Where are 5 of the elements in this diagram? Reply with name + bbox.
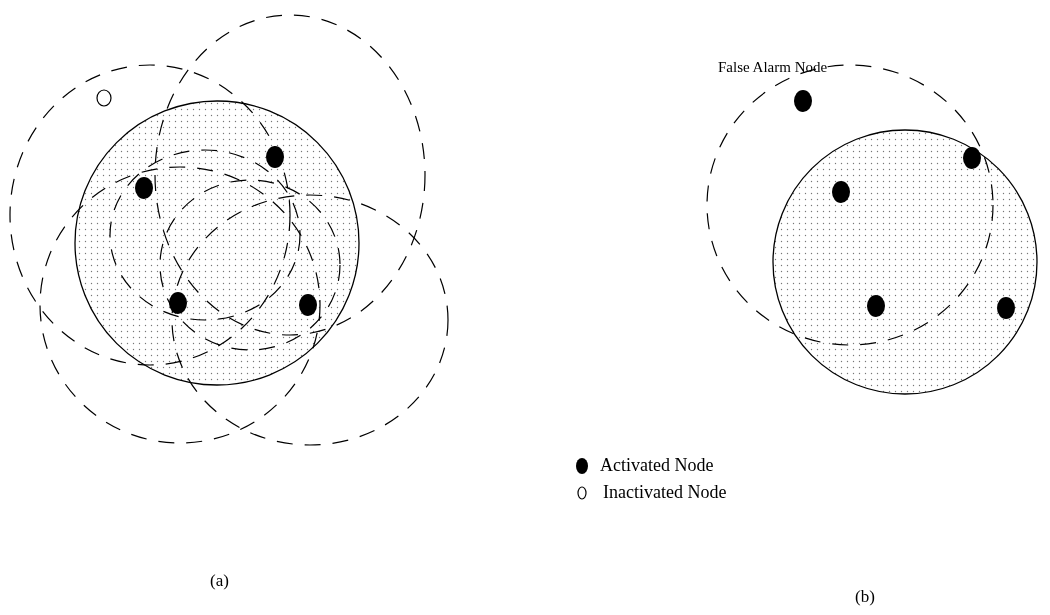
callout-label: False Alarm Node: [718, 60, 828, 75]
legend-label: Inactivated Node: [603, 483, 727, 501]
panel-label: (b): [855, 588, 875, 605]
panel-label: (a): [210, 572, 229, 589]
legend-label: Activated Node: [600, 456, 714, 474]
